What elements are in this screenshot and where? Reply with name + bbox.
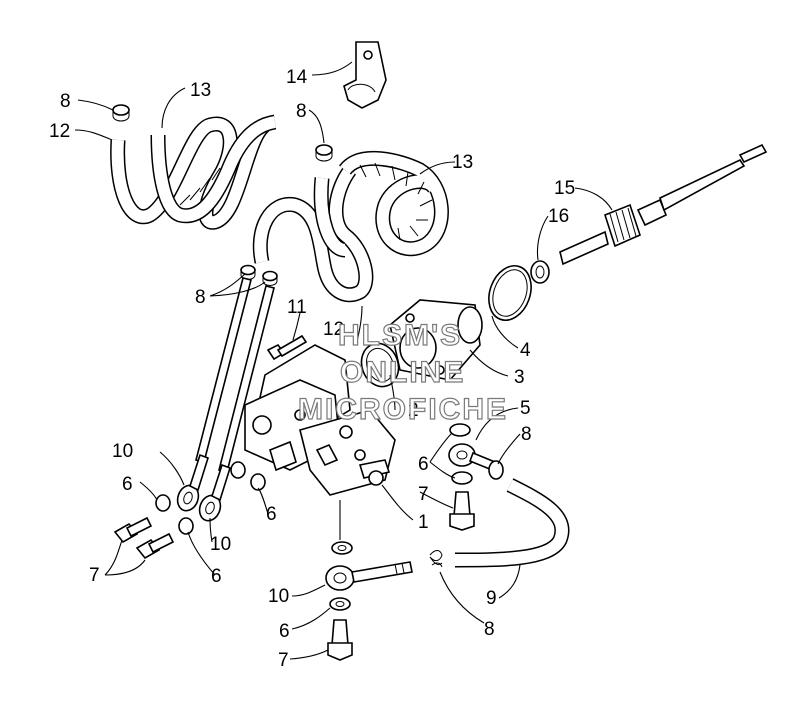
callout-2: 2	[408, 400, 419, 421]
clamp-8-bottom	[429, 550, 443, 568]
washer-6-bottom	[329, 597, 351, 611]
callout-13-upper-right: 13	[452, 152, 473, 173]
hose-left-segment	[150, 114, 277, 224]
bolts-7-left	[113, 516, 175, 560]
clamp-hose-8c-right	[262, 270, 278, 286]
hose-9	[454, 478, 570, 568]
bolt-7-bottom	[327, 619, 353, 661]
callout-11: 11	[287, 297, 307, 318]
washers-6-left	[155, 461, 266, 535]
callout-16: 16	[548, 206, 569, 227]
washer-6-bottom-center	[331, 541, 353, 555]
callout-10-left: 10	[112, 441, 133, 462]
callout-15: 15	[554, 178, 575, 199]
watermark-line-3: MICROFICHE	[298, 393, 508, 426]
hose-left-loop	[110, 116, 271, 230]
washer-16	[530, 260, 550, 284]
clamp-hose-8b	[315, 144, 333, 162]
callout-1: 1	[418, 512, 429, 533]
banjo-fitting-10-lower	[198, 463, 231, 522]
callout-6-right-upper: 6	[418, 454, 429, 475]
o-ring-4	[488, 265, 532, 321]
cable-clip	[343, 41, 387, 109]
pump-bolt-11	[266, 334, 308, 361]
washers-6-right	[449, 423, 473, 485]
callout-6-center-left: 6	[266, 504, 277, 525]
callout-labels: 13 8 12 14 8 13 15 16 8 11 12 4 3 2 5 8 …	[49, 67, 575, 671]
leader-lines	[74, 61, 613, 660]
hose-middle-loop	[252, 165, 374, 303]
callout-14: 14	[286, 67, 308, 88]
callout-4: 4	[520, 340, 531, 361]
callout-8-upper-left: 8	[60, 91, 71, 112]
oil-pump-body	[244, 344, 396, 496]
callout-8-middle-left: 8	[195, 287, 206, 308]
callout-9: 9	[486, 588, 497, 609]
callout-8-upper-middle: 8	[296, 101, 307, 122]
clamp-hose-8a	[112, 104, 130, 122]
banjo-fitting-10-bottom	[325, 561, 413, 591]
callout-10-bottom: 10	[268, 586, 289, 607]
watermark: HLSM'S ONLINE MICROFICHE	[297, 318, 508, 426]
callout-7-bottom: 7	[278, 650, 289, 671]
callout-13-upper-left: 13	[190, 80, 211, 101]
hose-right-coil	[339, 150, 449, 257]
callout-8-middle-right: 8	[521, 424, 532, 445]
drive-cable-15	[559, 143, 768, 266]
watermark-line-2: ONLINE	[340, 356, 465, 389]
watermark-line-1: HLSM'S	[338, 319, 462, 352]
drive-housing-3	[389, 299, 483, 381]
callout-10-center-left: 10	[210, 534, 231, 555]
banjo-fitting-10-upper	[176, 453, 209, 512]
callout-3: 3	[514, 367, 525, 388]
clamp-8-right	[488, 460, 504, 480]
callout-12-upper-left: 12	[49, 121, 70, 142]
callout-6-left-upper: 6	[122, 474, 133, 495]
callout-7-left: 7	[89, 565, 100, 586]
banjo-fitting-5	[448, 443, 497, 472]
hose-middle-segment	[313, 177, 347, 258]
callout-6-left-lower: 6	[211, 566, 222, 587]
callout-7-right: 7	[418, 484, 429, 505]
callout-8-bottom: 8	[484, 619, 495, 640]
callout-6-bottom: 6	[279, 621, 290, 642]
bolt-7-right	[449, 491, 475, 531]
callout-5: 5	[520, 398, 531, 419]
callout-12-middle: 12	[323, 319, 344, 340]
